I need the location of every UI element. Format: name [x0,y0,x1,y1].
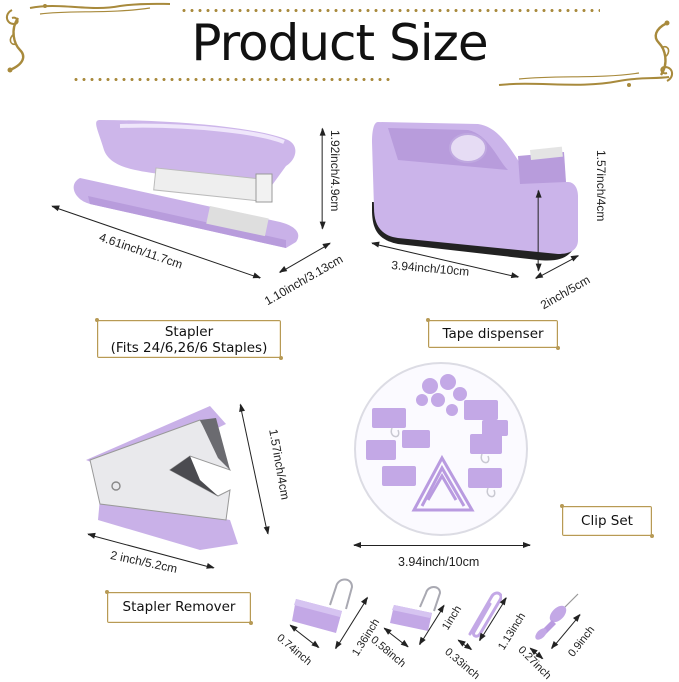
tape-height-arrow [537,190,539,271]
tape-dispenser-image [372,122,578,261]
push-pin-image [535,593,579,640]
stapler-label: Stapler (Fits 24/6,26/6 Staples) [95,318,283,360]
clip-set-image [354,362,528,536]
top-dotted-rule [180,9,600,12]
bottom-dotted-rule [72,78,392,81]
stapler-remover-image [86,406,238,550]
clip-set-label: Clip Set [560,504,654,538]
stapler-width-label: 1.10inch/3.13cm [262,251,346,309]
remover-height-label: 1.57inch/4cm [266,428,293,501]
paper-clip-image [468,591,502,638]
remover-length-label: 2 inch/5.2cm [109,548,179,576]
stapler-label-line1: Stapler [164,324,214,340]
clip-set-diameter-label: 3.94inch/10cm [398,555,480,569]
right-flourish-ornament [498,20,673,87]
large-clip-width-label: 0.74inch [274,632,314,668]
stapler-height-label: 1.92inch/4.9cm [328,130,342,212]
stapler-label-line2: (Fits 24/6,26/6 Staples) [110,340,268,356]
tape-height-label: 1.57inch/4cm [594,150,608,222]
tape-width-label: 2inch/5cm [538,272,593,313]
paper-clip-width-arrow [457,640,472,651]
stapler-remover-label: Stapler Remover [105,590,253,625]
left-flourish-ornament [6,2,171,73]
tape-dispenser-label: Tape dispenser [426,318,560,350]
small-binder-clip-image [390,586,442,631]
large-binder-clip-image [292,578,354,633]
page-title: Product Size [191,14,488,72]
stapler-height-arrow [321,128,323,229]
paper-clip-width-label: 0.33inch [442,646,482,682]
small-clip-width-label: 0.58inch [368,634,408,670]
stapler-image [73,120,299,248]
clip-set-diameter-arrow [353,541,531,549]
